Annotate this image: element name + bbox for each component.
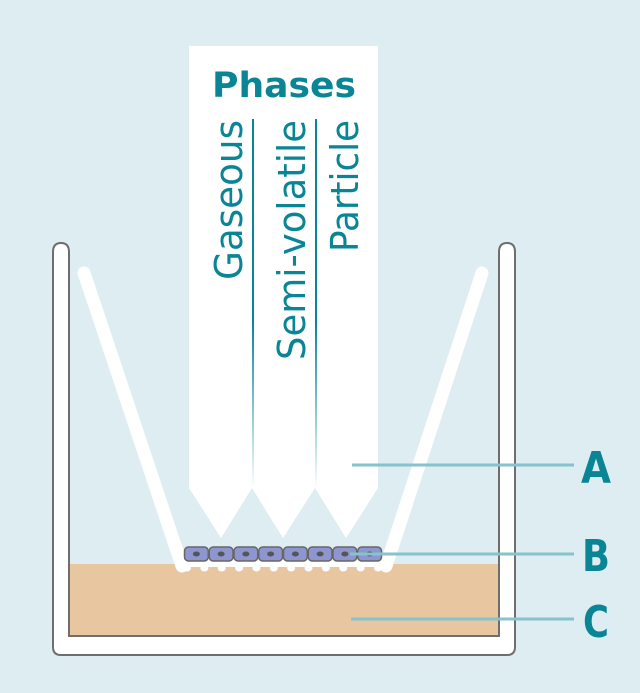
phases-panel	[189, 46, 378, 538]
cell	[258, 546, 284, 562]
membrane-pore	[235, 564, 244, 572]
membrane-pore	[304, 564, 313, 572]
cell-nucleus	[242, 551, 250, 557]
phases-title: Phases	[212, 66, 356, 106]
cell-nucleus	[291, 551, 299, 557]
membrane-pores	[183, 564, 382, 572]
membrane-pore	[200, 564, 209, 572]
cell-layer	[183, 546, 383, 562]
label-b: B	[582, 531, 610, 582]
cell	[208, 546, 234, 562]
phase-label-semi-volatile: Semi-volatile	[270, 120, 314, 360]
cell-nucleus	[217, 551, 225, 557]
cell-nucleus	[341, 551, 349, 557]
cell	[183, 546, 209, 562]
membrane-pore	[374, 564, 382, 572]
cell	[282, 546, 308, 562]
membrane-pore	[356, 564, 365, 572]
phase-label-gaseous: Gaseous	[207, 120, 251, 280]
well-outline	[52, 241, 516, 656]
phase-divider-1	[252, 119, 254, 489]
membrane-pore	[287, 564, 296, 572]
membrane-pore	[252, 564, 261, 572]
membrane-pore	[269, 564, 278, 572]
insert-wall-right	[379, 266, 489, 573]
membrane-pore	[339, 564, 348, 572]
insert-wall-left	[77, 266, 189, 573]
membrane-pore	[321, 564, 330, 572]
cell-nucleus	[267, 551, 275, 557]
culture-medium	[69, 564, 499, 636]
cell	[233, 546, 259, 562]
phase-divider-2	[315, 119, 317, 489]
label-c: C	[583, 597, 609, 648]
membrane-pore	[217, 564, 226, 572]
membrane-pore	[183, 564, 191, 572]
cell-nucleus	[316, 551, 324, 557]
cell	[307, 546, 333, 562]
label-a: A	[581, 443, 611, 494]
cell-nucleus	[192, 551, 200, 557]
cell	[332, 546, 358, 562]
phase-label-particle: Particle	[323, 120, 367, 252]
